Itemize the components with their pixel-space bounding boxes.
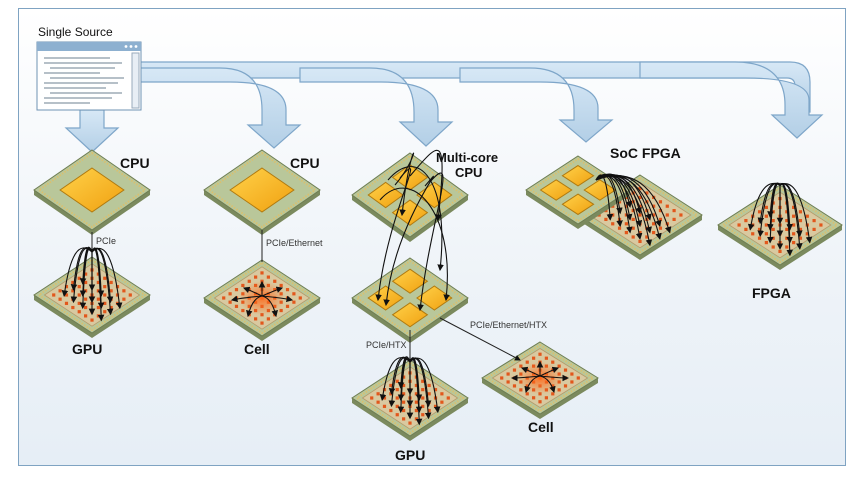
gpu2-label: GPU: [395, 447, 425, 463]
arrow-to-socfpga: [459, 67, 614, 143]
gpu1-fan: [61, 246, 123, 322]
mcpu-label-line2: CPU: [455, 165, 482, 180]
fpga-label: FPGA: [752, 285, 791, 301]
connectors: [91, 230, 521, 361]
socfpga-label: SoC FPGA: [610, 145, 681, 161]
cpu2-chip: [203, 149, 321, 235]
cell2-fan: [510, 360, 570, 394]
arrow-to-fpga: [639, 61, 824, 139]
cell1-chip: [203, 259, 321, 341]
cell2-label: Cell: [528, 419, 554, 435]
pcie-label: PCIe: [96, 236, 116, 246]
source-label: Single Source: [38, 25, 113, 39]
arrow-to-cpu2: [139, 67, 302, 149]
data-flow-curves: [61, 149, 813, 426]
arrow-to-multicore: [299, 67, 454, 147]
mcpu-label-line1: Multi-core: [436, 150, 498, 165]
fpga-fan: [747, 182, 813, 257]
flow-arrows: [64, 61, 824, 153]
cpu1-label: CPU: [120, 155, 150, 171]
arrow-to-cpu1: [64, 109, 120, 153]
socfpga-fan: [595, 173, 672, 247]
mcpu-cell2-link: [439, 317, 521, 361]
cell1-label: Cell: [244, 341, 270, 357]
source-window: [36, 41, 142, 111]
multicore-loops: [375, 149, 450, 312]
pcie-ethernet-htx-label: PCIe/Ethernet/HTX: [470, 320, 547, 330]
pcie-htx-label: PCIe/HTX: [366, 340, 407, 350]
chips: [33, 149, 843, 441]
gpu1-label: GPU: [72, 341, 102, 357]
gpu2-fan: [379, 356, 441, 426]
pcie-ethernet-label: PCIe/Ethernet: [266, 238, 323, 248]
cpu2-label: CPU: [290, 155, 320, 171]
cell2-chip: [481, 341, 599, 419]
cpu1-chip: [33, 149, 151, 235]
cell1-fan: [230, 280, 294, 318]
